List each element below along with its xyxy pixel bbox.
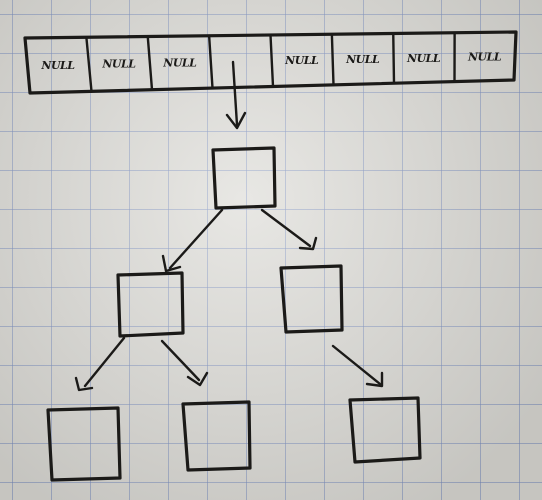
edge-root-right — [260, 208, 318, 251]
array-cell-label: NULL — [284, 54, 319, 67]
tree-node-left — [116, 271, 185, 338]
edge-root-left — [161, 208, 224, 273]
array-cell-divider — [392, 32, 396, 85]
tree-node-right-right — [348, 396, 422, 464]
array-to-root-pointer — [225, 60, 247, 130]
array-cell-divider — [146, 35, 154, 91]
hash-array: NULL NULL NULL NULL NULL NULL NULL — [23, 30, 518, 95]
array-cell-label: NULL — [101, 58, 136, 71]
edge-left-left-left — [74, 336, 126, 392]
edge-left-left-right — [160, 339, 209, 387]
tree-edges — [74, 208, 384, 392]
tree-node-left-left — [46, 406, 122, 482]
array-cell-divider — [85, 36, 93, 93]
tree-node-right — [279, 264, 344, 334]
array-cell-label: NULL — [40, 59, 75, 72]
array-outline — [23, 30, 518, 95]
tree-nodes — [46, 146, 422, 482]
edge-right-right-right — [331, 344, 384, 388]
array-cells: NULL NULL NULL NULL NULL NULL NULL — [40, 31, 502, 93]
array-cell-label: NULL — [162, 57, 197, 70]
tree-node-left-right — [181, 400, 252, 472]
array-cell-label: NULL — [467, 51, 502, 64]
array-cell-label: NULL — [406, 52, 441, 65]
pointer-arrowhead — [225, 111, 247, 130]
array-cell-label: NULL — [345, 53, 380, 66]
array-cell-divider — [207, 34, 214, 90]
tree-node-root — [211, 146, 277, 210]
pointer-shaft — [231, 60, 239, 127]
array-cell-divider — [269, 33, 275, 88]
array-cell-divider — [330, 33, 335, 87]
